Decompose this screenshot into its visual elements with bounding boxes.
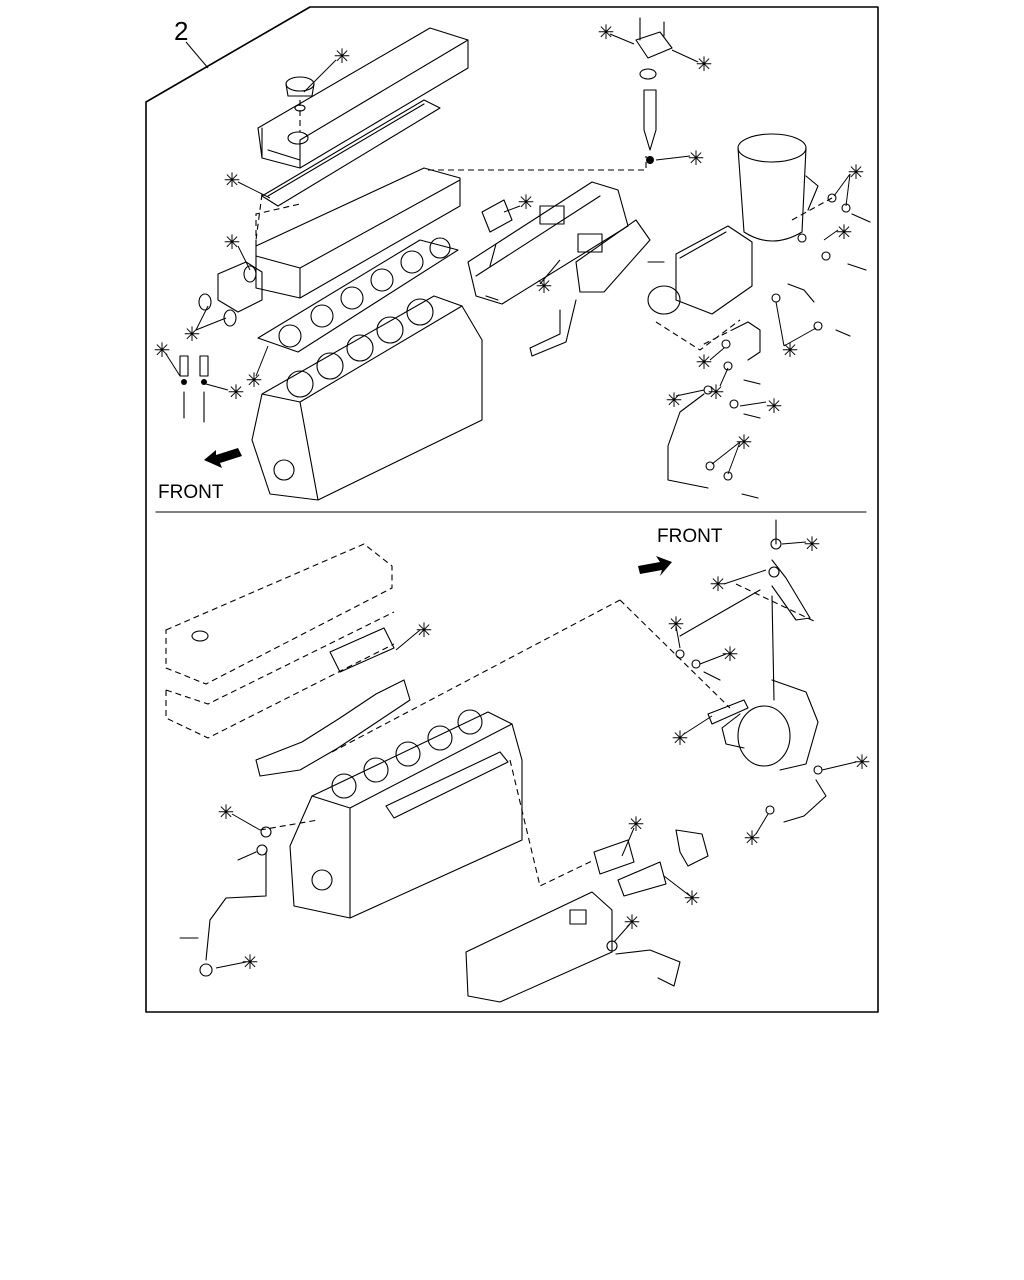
asterisk-marker-icon: ✳ [684,888,701,910]
asterisk-marker-icon: ✳ [184,324,201,346]
kit-part-markers: ✳ ✳ ✳ ✳ ✳ ✳ ✳ ✳ ✳ ✳ ✳ ✳ ✳ ✳ ✳ ✳ ✳ ✳ ✳ ✳ ✳ ✳ ✳ ✳ ✳ ✳ ✳ ✳ ✳ ✳ ✳ ✳ ✳ [154,22,871,974]
asterisk-marker-icon: ✳ [218,802,235,824]
oil-cooler [465,829,709,1003]
valve-springs [179,355,209,423]
asterisk-marker-icon: ✳ [628,814,645,836]
front-arrow-top: FRONT [158,448,242,503]
asterisk-marker-icon: ✳ [736,432,753,454]
asterisk-marker-icon: ✳ [848,162,865,184]
diagram-frame [145,6,879,1013]
front-label-top: FRONT [158,482,224,503]
bottom-view: FRONT [165,519,827,1003]
asterisk-marker-icon: ✳ [782,340,799,362]
asterisk-marker-icon: ✳ [672,728,689,750]
asterisk-marker-icon: ✳ [722,644,739,666]
asterisk-marker-icon: ✳ [854,752,871,774]
front-arrow-icon [204,448,242,468]
asterisk-marker-icon: ✳ [688,148,705,170]
exhaust-manifold [529,219,651,357]
cylinder-block [251,295,483,501]
asterisk-marker-icon: ✳ [624,912,641,934]
marker-group-bottom [215,541,857,969]
asterisk-marker-icon: ✳ [710,574,727,596]
front-label-bottom: FRONT [657,526,723,547]
assembly-number: 2 [174,16,188,46]
asterisk-marker-icon: ✳ [228,382,245,404]
asterisk-marker-icon: ✳ [536,276,553,298]
bottom-oil-pipe-left [199,826,272,977]
cylinder-head [255,167,461,299]
front-arrow-icon [638,556,672,576]
assembly-leader [185,41,209,69]
asterisk-marker-icon: ✳ [696,352,713,374]
asterisk-marker-icon: ✳ [334,46,351,68]
bottom-bolts [179,519,777,939]
asterisk-marker-icon: ✳ [696,54,713,76]
fuel-filter [737,133,819,242]
asterisk-marker-icon: ✳ [598,22,615,44]
bottom-dash-leaders [259,583,817,887]
asterisk-marker-icon: ✳ [416,620,433,642]
injection-pump [647,225,753,315]
bottom-cylinder-block [289,709,523,919]
bottom-exhaust-manifold [255,627,411,777]
asterisk-marker-icon: ✳ [804,534,821,556]
asterisk-marker-icon: ✳ [666,390,683,412]
head-gasket [257,237,459,353]
asterisk-marker-icon: ✳ [224,232,241,254]
asterisk-marker-icon: ✳ [246,370,263,392]
top-dash-leaders [255,156,833,351]
asterisk-marker-icon: ✳ [766,396,783,418]
asterisk-marker-icon: ✳ [224,170,241,192]
thermostat-housing [198,261,263,327]
front-arrow-bottom: FRONT [638,526,723,576]
injector-nozzle [635,17,673,164]
turbocharger [707,679,819,771]
rocker-cover [257,27,469,169]
asterisk-marker-icon: ✳ [154,340,171,362]
bolts [485,213,871,499]
oil-filler-cap [285,76,315,132]
top-view: FRONT [158,17,871,503]
manifold-gasket [481,199,513,233]
marker-group-top [165,33,851,475]
asterisk-marker-icon: ✳ [518,192,535,214]
asterisk-marker-icon: ✳ [836,222,853,244]
bottom-rocker-cover [165,543,395,739]
asterisk-marker-icon: ✳ [668,614,685,636]
asterisk-marker-icon: ✳ [708,382,725,404]
turbo-oil-pipes [675,538,827,823]
asterisk-marker-icon: ✳ [242,952,259,974]
asterisk-marker-icon: ✳ [744,828,761,850]
fuel-pipes [667,193,851,489]
rocker-cover-gasket [261,99,441,207]
